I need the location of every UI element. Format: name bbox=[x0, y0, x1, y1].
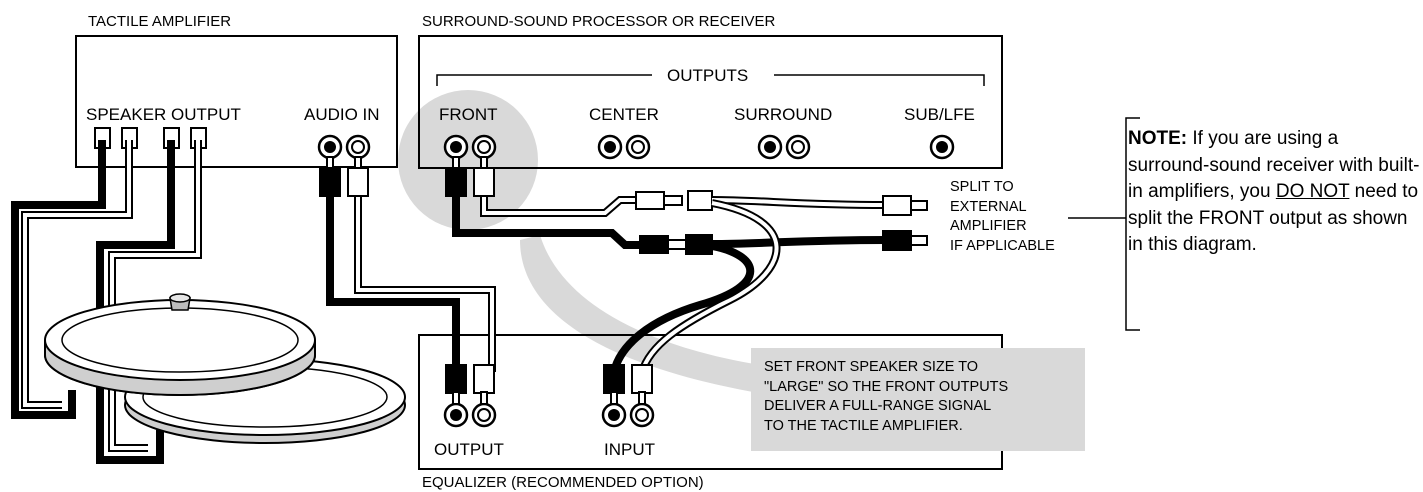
outputs-label: OUTPUTS bbox=[667, 66, 748, 85]
external-amp-plugs bbox=[882, 195, 928, 251]
split-line-3: AMPLIFIER bbox=[950, 218, 1027, 234]
callout-line-2: "LARGE" SO THE FRONT OUTPUTS bbox=[764, 378, 1009, 395]
outputs-bracket bbox=[436, 74, 985, 86]
splitter-to-eq-cables bbox=[610, 199, 781, 374]
sub-jack bbox=[929, 134, 955, 160]
split-label: SPLIT TO EXTERNAL AMPLIFIER IF APPLICABL… bbox=[950, 178, 1055, 256]
note-body-2: need to split the FRONT output as shown … bbox=[1128, 181, 1419, 255]
surround-jacks bbox=[757, 134, 811, 160]
split-line-1: SPLIT TO bbox=[950, 179, 1014, 195]
front-jacks bbox=[443, 134, 497, 160]
note-text: NOTE: If you are using a surround-sound … bbox=[1128, 126, 1423, 259]
external-amp-cables bbox=[711, 196, 887, 248]
note-body-1: If you are using a surround-sound receiv… bbox=[1128, 128, 1420, 202]
eq-to-amp-cables bbox=[326, 185, 496, 372]
equalizer-title: EQUALIZER (RECOMMENDED OPTION) bbox=[422, 474, 704, 491]
black-splitter bbox=[639, 234, 713, 255]
callout-line-4: TO THE TACTILE AMPLIFIER. bbox=[764, 417, 963, 434]
surround-label: SURROUND bbox=[734, 105, 832, 124]
front-highlight bbox=[398, 90, 770, 395]
audio-in-jacks bbox=[317, 134, 371, 160]
split-line-2: EXTERNAL bbox=[950, 198, 1027, 215]
eq-output-plugs bbox=[445, 364, 495, 405]
eq-input-plugs bbox=[603, 364, 653, 405]
processor-box bbox=[418, 35, 1003, 169]
speaker-output-label: SPEAKER OUTPUT bbox=[86, 105, 241, 124]
callout-box bbox=[751, 348, 1085, 451]
split-line-4: IF APPLICABLE bbox=[950, 237, 1055, 254]
white-splitter bbox=[635, 190, 713, 211]
front-cables bbox=[452, 185, 645, 249]
callout-text: SET FRONT SPEAKER SIZE TO "LARGE" SO THE… bbox=[764, 358, 1008, 436]
processor-title: SURROUND-SOUND PROCESSOR OR RECEIVER bbox=[422, 13, 776, 30]
note-heading: NOTE: bbox=[1128, 128, 1188, 149]
front-plugs bbox=[445, 156, 495, 197]
eq-input-label: INPUT bbox=[604, 440, 655, 459]
eq-output-jacks bbox=[443, 402, 497, 428]
sub-lfe-label: SUB/LFE bbox=[904, 105, 975, 124]
callout-line-3: DELIVER A FULL-RANGE SIGNAL bbox=[764, 398, 992, 414]
audio-in-plugs bbox=[319, 156, 369, 197]
eq-input-jacks bbox=[601, 402, 655, 428]
note-bracket bbox=[1068, 117, 1140, 331]
center-jacks bbox=[597, 134, 651, 160]
tactile-transducers bbox=[44, 293, 406, 444]
center-label: CENTER bbox=[589, 105, 659, 124]
audio-in-label: AUDIO IN bbox=[304, 105, 380, 124]
eq-output-label: OUTPUT bbox=[434, 440, 504, 459]
note-emphasis: DO NOT bbox=[1275, 181, 1350, 202]
callout-line-1: SET FRONT SPEAKER SIZE TO bbox=[764, 359, 979, 375]
tactile-amplifier-title: TACTILE AMPLIFIER bbox=[88, 13, 231, 30]
tactile-amplifier-box bbox=[75, 35, 398, 168]
front-label: FRONT bbox=[439, 105, 498, 124]
